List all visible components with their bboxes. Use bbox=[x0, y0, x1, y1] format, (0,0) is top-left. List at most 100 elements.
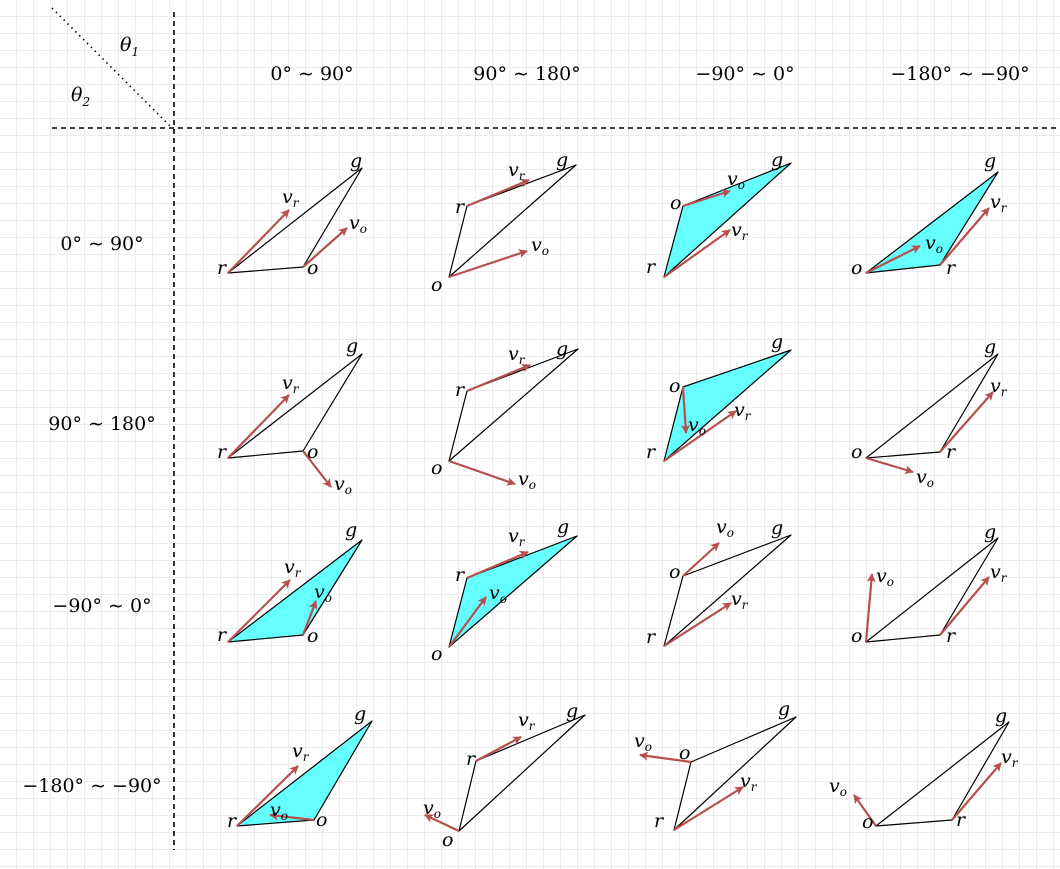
label-g: g bbox=[346, 335, 358, 357]
col-header-2: 90° ∼ 180° bbox=[473, 63, 580, 85]
label-vo: vo bbox=[925, 232, 943, 256]
triangle-gro bbox=[227, 539, 363, 643]
corner-label-theta1: θ1 bbox=[120, 34, 139, 59]
label-g: g bbox=[556, 338, 568, 360]
label-vo: vo bbox=[688, 414, 706, 438]
label-r: r bbox=[646, 256, 657, 278]
label-g: g bbox=[350, 150, 362, 172]
label-vo: vo bbox=[314, 581, 332, 605]
triangle-gro bbox=[663, 349, 792, 462]
triangle-gro bbox=[227, 167, 363, 274]
label-vr: vr bbox=[731, 219, 749, 243]
label-g: g bbox=[771, 149, 783, 171]
label-r: r bbox=[646, 441, 657, 463]
label-vr: vr bbox=[734, 399, 752, 423]
label-vr: vr bbox=[1001, 746, 1019, 770]
label-g: g bbox=[354, 703, 366, 725]
label-o: o bbox=[851, 257, 862, 279]
label-g: g bbox=[778, 698, 790, 720]
arrow-vr bbox=[939, 576, 990, 636]
label-vo: vo bbox=[518, 468, 536, 492]
label-vo: vo bbox=[634, 730, 652, 754]
arrow-vo bbox=[302, 450, 332, 488]
label-vr: vr bbox=[508, 159, 526, 183]
label-g: g bbox=[984, 521, 996, 543]
arrow-vo bbox=[269, 811, 315, 822]
arrow-vo bbox=[865, 456, 914, 475]
arrow-vr bbox=[227, 209, 290, 274]
label-vo: vo bbox=[489, 582, 507, 606]
arrow-vo bbox=[302, 227, 348, 268]
label-r: r bbox=[946, 625, 957, 647]
triangle-gro bbox=[865, 171, 999, 274]
arrow-vr bbox=[939, 391, 994, 453]
label-o: o bbox=[669, 375, 680, 397]
triangle-gro bbox=[663, 534, 792, 647]
corner-diagonal bbox=[51, 7, 173, 129]
label-vr: vr bbox=[282, 186, 300, 210]
label-o: o bbox=[307, 625, 318, 647]
arrow-vo bbox=[448, 459, 516, 486]
label-o: o bbox=[851, 441, 862, 463]
triangle-gro bbox=[865, 353, 999, 459]
triangle-gro bbox=[236, 720, 373, 827]
label-vr: vr bbox=[508, 525, 526, 549]
label-vo: vo bbox=[531, 234, 549, 258]
label-vo: vo bbox=[270, 799, 288, 823]
label-r: r bbox=[455, 564, 466, 586]
label-r: r bbox=[455, 196, 466, 218]
label-r: r bbox=[217, 624, 228, 646]
arrow-vr bbox=[466, 550, 529, 580]
label-o: o bbox=[679, 742, 690, 764]
label-vo: vo bbox=[349, 212, 367, 236]
label-vr: vr bbox=[518, 709, 536, 733]
label-o: o bbox=[851, 625, 862, 647]
label-r: r bbox=[217, 441, 228, 463]
label-vo: vo bbox=[829, 775, 847, 799]
label-r: r bbox=[946, 441, 957, 463]
label-g: g bbox=[771, 517, 783, 539]
arrow-vo bbox=[448, 249, 528, 279]
label-vo: vo bbox=[716, 516, 734, 540]
triangle-gro bbox=[663, 162, 792, 278]
arrow-vr bbox=[466, 178, 530, 208]
col-header-4: −180° ∼ −90° bbox=[890, 63, 1029, 85]
arrow-vr bbox=[227, 394, 290, 459]
arrow-vo bbox=[682, 542, 720, 577]
label-g: g bbox=[345, 519, 357, 541]
label-vr: vr bbox=[740, 770, 758, 794]
row-header-1: 0° ∼ 90° bbox=[60, 233, 143, 255]
row-header-4: −180° ∼ −90° bbox=[22, 775, 161, 797]
label-o: o bbox=[862, 811, 873, 833]
arrow-vo bbox=[448, 596, 487, 648]
arrow-vr bbox=[939, 207, 990, 266]
label-o: o bbox=[442, 829, 453, 851]
label-r: r bbox=[217, 257, 228, 279]
label-vr: vr bbox=[292, 740, 310, 764]
row-header-3: −90° ∼ 0° bbox=[52, 595, 151, 617]
arrow-vr bbox=[951, 762, 1002, 821]
triangle-gro bbox=[448, 164, 577, 278]
corner-label-theta2: θ2 bbox=[71, 84, 90, 109]
triangle-gro bbox=[875, 721, 1010, 827]
label-o: o bbox=[670, 192, 681, 214]
label-o: o bbox=[307, 441, 318, 463]
label-o: o bbox=[431, 274, 442, 296]
arrow-vr bbox=[475, 736, 522, 762]
label-o: o bbox=[307, 257, 318, 279]
label-o: o bbox=[316, 809, 327, 831]
label-vr: vr bbox=[990, 375, 1008, 399]
arrow-vr bbox=[673, 786, 744, 831]
label-vr: vr bbox=[282, 372, 300, 396]
